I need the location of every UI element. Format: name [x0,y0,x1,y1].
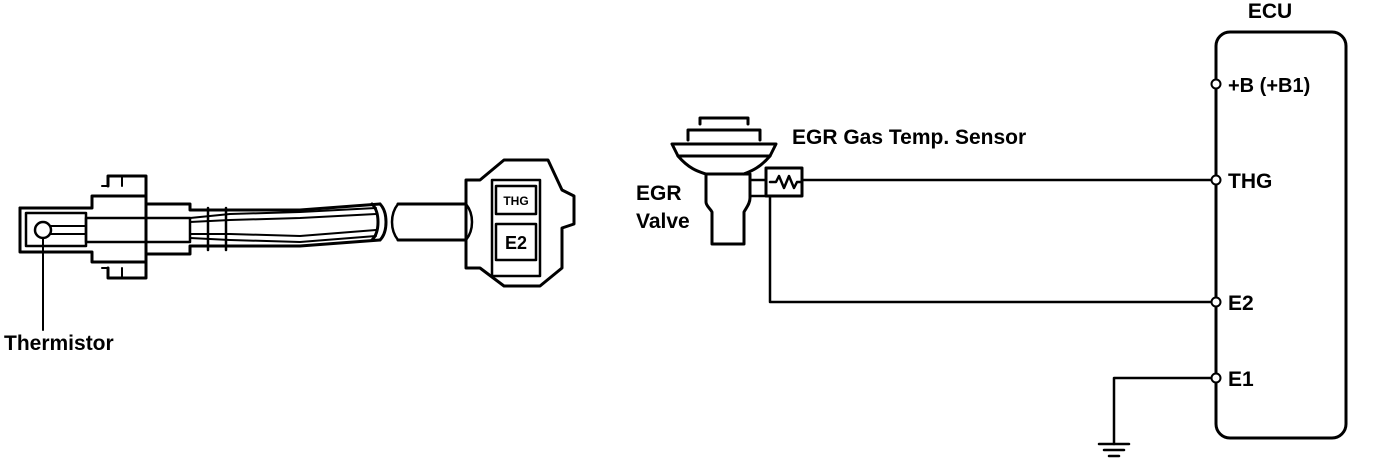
egr-gas-temp-sensor-drawing: THG E2 [18,158,576,331]
terminal-dot-icon [1210,372,1222,384]
connector-pin-e2: E2 [505,233,527,253]
egr-gas-temp-sensor-label: EGR Gas Temp. Sensor [792,126,1026,149]
thermistor-label: Thermistor [4,332,114,355]
ecu-terminal-e1: E1 [1228,368,1254,391]
egr-gas-temp-sensor-symbol [764,166,804,198]
wiring [768,178,1214,458]
connector-pin-thg: THG [503,194,528,208]
egr-valve-drawing [670,116,778,246]
ecu-title: ECU [1248,0,1292,23]
egr-valve-label-line1: EGR [636,182,682,205]
terminal-dot-icon [1210,174,1222,186]
ecu-box [1214,30,1348,440]
e2-wire [768,194,1214,304]
ecu-terminal-thg: THG [1228,170,1272,193]
ecu-terminal-b: +B (+B1) [1228,75,1310,97]
ecu-terminal-e2: E2 [1228,292,1254,315]
egr-valve-label-line2: Valve [636,210,690,233]
terminal-dot-icon [1210,78,1222,90]
e1-wire [1112,376,1214,446]
resistor-icon [768,174,804,190]
ground-icon [1097,442,1131,458]
terminal-dot-icon [1210,296,1222,308]
